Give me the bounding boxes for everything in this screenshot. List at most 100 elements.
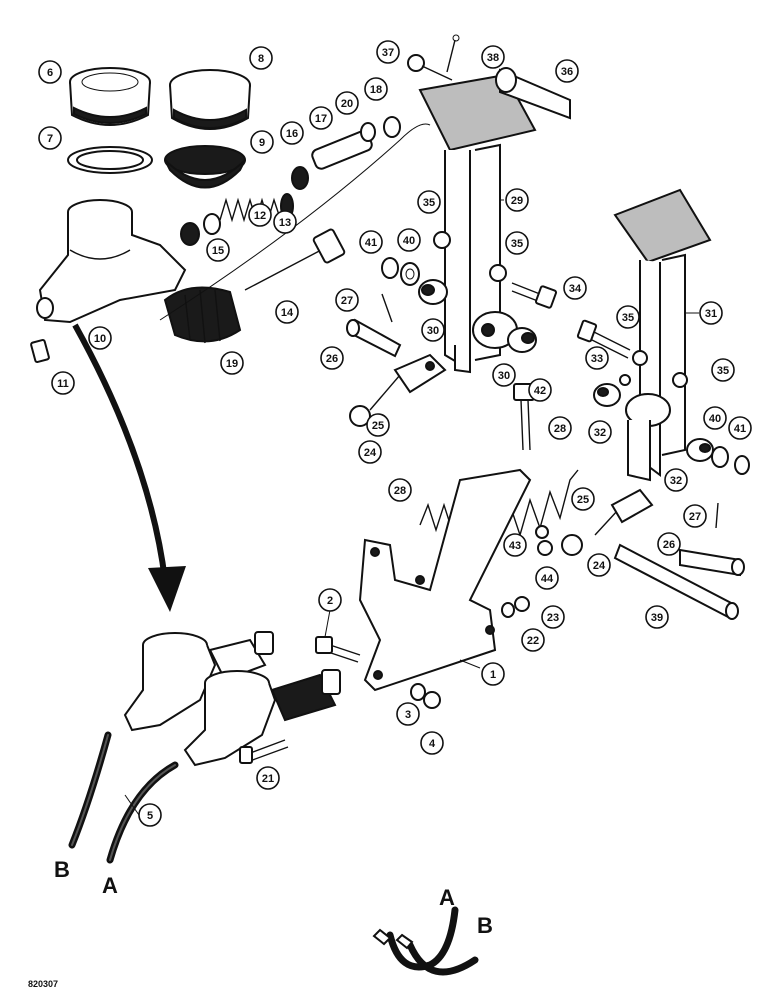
diaphragm-9 — [164, 145, 246, 189]
o-ring-20 — [360, 122, 376, 142]
svg-text:41: 41 — [365, 237, 377, 249]
callout-6: 6 — [38, 60, 62, 84]
svg-text:35: 35 — [423, 197, 435, 209]
svg-text:29: 29 — [511, 195, 523, 207]
svg-text:26: 26 — [326, 353, 338, 365]
svg-text:22: 22 — [527, 635, 539, 647]
callout-7: 7 — [38, 126, 62, 150]
hose-a — [106, 761, 179, 864]
nut-44 — [537, 540, 553, 556]
svg-text:31: 31 — [705, 308, 717, 320]
cotter-pin-27a — [381, 293, 393, 323]
callout-41b: 41 — [728, 416, 752, 440]
callout-30b: 30 — [492, 363, 516, 387]
callout-3: 3 — [396, 702, 420, 726]
svg-text:28: 28 — [394, 485, 406, 497]
hose-label-a: A — [102, 873, 118, 898]
svg-text:25: 25 — [372, 420, 384, 432]
callout-15: 15 — [206, 238, 230, 262]
svg-text:27: 27 — [341, 295, 353, 307]
svg-text:7: 7 — [47, 133, 53, 145]
washer-41a — [381, 257, 399, 279]
washer-3 — [410, 683, 426, 701]
svg-text:8: 8 — [258, 53, 264, 65]
callout-35d: 35 — [711, 358, 735, 382]
callout-13: 13 — [273, 210, 297, 234]
callout-28a: 28 — [548, 416, 572, 440]
nut-43 — [535, 525, 549, 539]
callout-40b: 40 — [703, 406, 727, 430]
callout-21: 21 — [256, 766, 280, 790]
hose-label-b: B — [54, 857, 70, 882]
bracket-1 — [358, 468, 532, 692]
callout-24a: 24 — [358, 440, 382, 464]
lever-36 — [495, 67, 571, 120]
drawing-code: 820307 — [28, 979, 58, 989]
svg-text:10: 10 — [94, 333, 106, 345]
gasket-7 — [67, 146, 153, 174]
svg-text:1: 1 — [490, 669, 496, 681]
svg-text:14: 14 — [281, 307, 294, 319]
svg-text:44: 44 — [541, 573, 554, 585]
svg-text:40: 40 — [403, 235, 415, 247]
reservoir-cap-6 — [69, 67, 151, 126]
clevis-pin-26a — [346, 318, 402, 358]
nut-23 — [514, 596, 530, 612]
callout-24b: 24 — [587, 553, 611, 577]
svg-text:19: 19 — [226, 358, 238, 370]
callout-30a: 30 — [421, 318, 445, 342]
svg-text:25: 25 — [577, 494, 589, 506]
assembly-arrow — [72, 323, 186, 612]
callout-35c: 35 — [616, 305, 640, 329]
callout-31: 31 — [686, 301, 723, 325]
nut-4 — [423, 691, 441, 709]
svg-text:24: 24 — [593, 560, 606, 572]
svg-text:36: 36 — [561, 66, 573, 78]
svg-text:5: 5 — [147, 810, 153, 822]
svg-text:23: 23 — [547, 612, 559, 624]
callout-34: 34 — [563, 276, 587, 300]
hose-b — [68, 731, 112, 849]
clevis-25b — [594, 488, 654, 536]
svg-text:24: 24 — [364, 447, 377, 459]
reservoir-cap-8 — [169, 69, 251, 130]
callout-32b: 32 — [664, 468, 688, 492]
svg-text:6: 6 — [47, 67, 53, 79]
seal-15 — [180, 213, 221, 246]
svg-text:20: 20 — [341, 98, 353, 110]
svg-text:35: 35 — [622, 312, 634, 324]
callout-26b: 26 — [657, 532, 681, 556]
callout-25a: 25 — [366, 413, 390, 437]
hose-detail — [372, 906, 479, 976]
cotter-pin-27b — [715, 502, 719, 529]
svg-text:32: 32 — [594, 427, 606, 439]
callout-36: 36 — [555, 59, 579, 83]
svg-text:43: 43 — [509, 540, 521, 552]
svg-text:3: 3 — [405, 709, 411, 721]
svg-text:38: 38 — [487, 52, 499, 64]
nut-24a — [349, 405, 371, 427]
callout-19: 19 — [220, 351, 244, 375]
svg-text:18: 18 — [370, 84, 382, 96]
svg-text:34: 34 — [569, 283, 582, 295]
callout-38: 38 — [481, 45, 505, 69]
callout-32a: 32 — [588, 420, 612, 444]
svg-text:2: 2 — [327, 595, 333, 607]
callout-9: 9 — [250, 130, 274, 154]
svg-text:37: 37 — [382, 47, 394, 59]
svg-text:30: 30 — [427, 325, 439, 337]
callout-20: 20 — [335, 91, 359, 115]
bleeder-screw-11 — [30, 338, 50, 364]
svg-text:4: 4 — [429, 738, 436, 750]
callout-2: 2 — [318, 588, 342, 638]
callout-4: 4 — [420, 731, 444, 755]
bolt-21 — [239, 739, 289, 764]
callout-40a: 40 — [397, 228, 421, 252]
nut-24b — [561, 534, 583, 556]
callout-10: 10 — [88, 326, 112, 350]
washer-40a — [400, 262, 420, 286]
callout-27b: 27 — [683, 504, 707, 528]
callout-17: 17 — [309, 106, 333, 130]
callout-5: 5 — [124, 794, 162, 827]
callout-11: 11 — [51, 371, 75, 395]
